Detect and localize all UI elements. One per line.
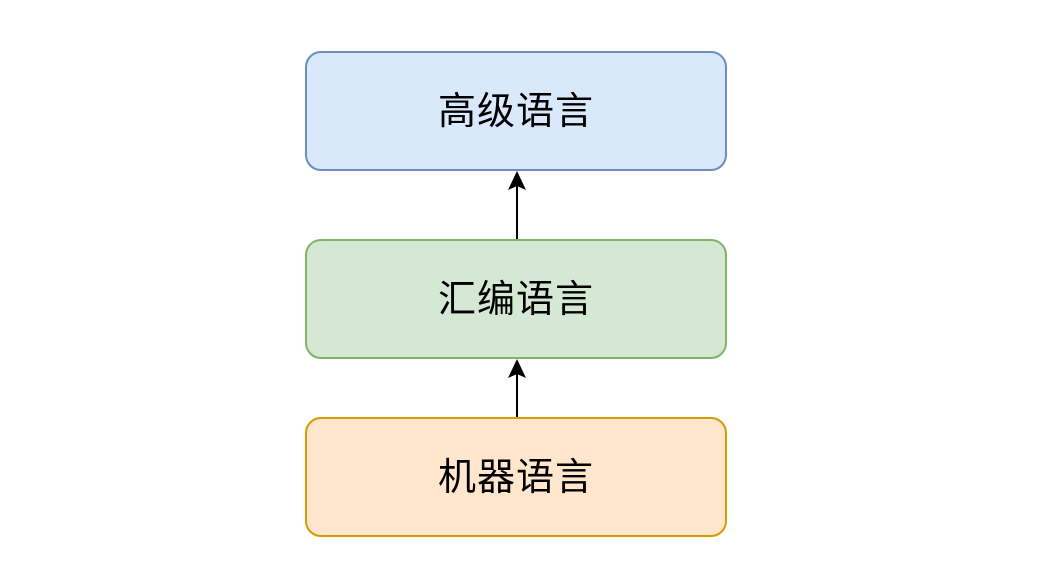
arrow-machine-to-asm	[508, 359, 526, 417]
node-machine-language: 机器语言	[305, 417, 727, 537]
node-label-machine: 机器语言	[437, 455, 594, 499]
arrowhead-machine-to-asm	[508, 359, 526, 378]
arrow-asm-to-high	[508, 171, 526, 239]
node-high-level-language: 高级语言	[305, 51, 727, 171]
node-label-high: 高级语言	[437, 89, 594, 133]
node-label-asm: 汇编语言	[437, 277, 594, 321]
arrowhead-asm-to-high	[508, 171, 526, 190]
node-assembly-language: 汇编语言	[305, 239, 727, 359]
